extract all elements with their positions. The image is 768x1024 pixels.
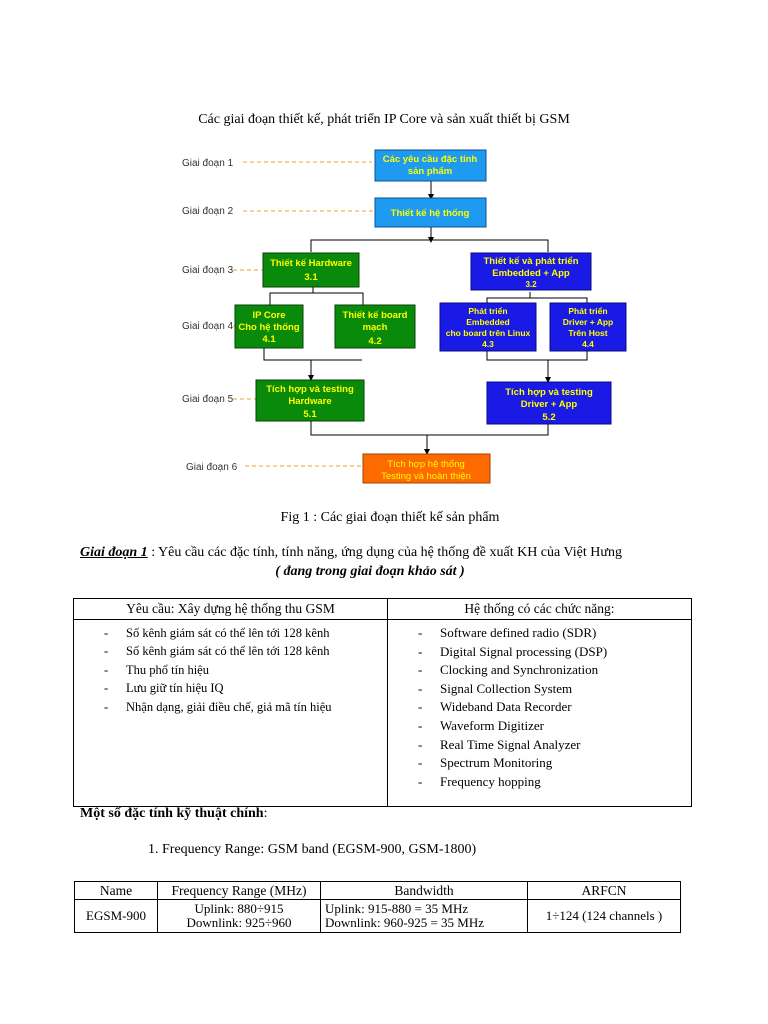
gsm-design-flow-diagram: Giai đoạn 1 Giai đoạn 2 Giai đoạn 3 Giai… [182, 149, 627, 484]
frequency-range-item: 1. Frequency Range: GSM band (EGSM-900, … [148, 842, 477, 857]
technical-specs-heading-colon: : [263, 806, 268, 821]
frequency-table-header: Name Frequency Range (MHz) Bandwidth ARF… [74, 881, 681, 900]
freq-cell-name: EGSM-900 [74, 899, 158, 933]
list-item: Thu phổ tín hiệu [74, 661, 387, 680]
frequency-table: Name Frequency Range (MHz) Bandwidth ARF… [74, 881, 681, 933]
freq-header-bandwidth: Bandwidth [320, 881, 528, 900]
node-software-testing: Tích hợp và testing Driver + App 5.2 [486, 381, 612, 425]
node-driver: Phát triển Driver + App Trên Host 4.4 [549, 302, 627, 352]
node-software-testing-line-1: Tích hợp và testing [505, 387, 593, 398]
node-board-design-line-1: Thiết kế board [343, 310, 408, 321]
node-software-testing-line-3: 5.2 [542, 412, 555, 423]
list-item: Wideband Data Recorder [388, 698, 691, 717]
node-software-design: Thiết kế và phát triển Embedded + App 3.… [470, 252, 592, 291]
freq-cell-range: Uplink: 880÷915 Downlink: 925÷960 [157, 899, 321, 933]
list-item: Clocking and Synchronization [388, 661, 691, 680]
list-item: Spectrum Monitoring [388, 754, 691, 773]
node-embedded-line-4: 4.3 [482, 339, 494, 349]
functions-list: Software defined radio (SDR) Digital Sig… [388, 624, 691, 791]
stage1-text: : Yêu cầu các đặc tính, tính năng, ứng d… [147, 545, 622, 560]
node-requirements: Các yêu cầu đặc tính sản phẩm [374, 149, 487, 182]
arrowheads [308, 194, 551, 455]
freq-bandwidth-uplink: Uplink: 915-880 = 35 MHz [325, 901, 469, 916]
requirements-table-header: Yêu cầu: Xây dựng hệ thống thu GSM Hệ th… [73, 598, 692, 620]
stage-label-6: Giai đoạn 6 [186, 462, 238, 473]
requirements-header-left: Yêu cầu: Xây dựng hệ thống thu GSM [73, 598, 388, 620]
figure-caption: Fig 1 : Các giai đoạn thiết kế sản phẩm [280, 510, 500, 525]
requirements-table-body: Số kênh giám sát có thể lên tới 128 kênh… [73, 619, 692, 807]
list-item: Software defined radio (SDR) [388, 624, 691, 643]
node-hardware-design-line-1: Thiết kế Hardware [270, 258, 352, 269]
freq-header-range: Frequency Range (MHz) [157, 881, 321, 900]
node-board-design-line-2: mạch [363, 322, 388, 333]
node-embedded-line-2: Embedded [466, 317, 509, 327]
node-requirements-line-2: sản phẩm [408, 166, 452, 177]
list-item: Số kênh giám sát có thể lên tới 128 kênh [74, 624, 387, 643]
node-hardware-testing-line-3: 5.1 [303, 409, 317, 420]
node-ip-core-line-1: IP Core [252, 310, 285, 321]
node-driver-line-2: Driver + App [563, 317, 613, 327]
requirements-right-cell: Software defined radio (SDR) Digital Sig… [387, 619, 692, 807]
freq-header-arfcn: ARFCN [527, 881, 681, 900]
node-software-testing-line-2: Driver + App [521, 399, 578, 410]
stage-label-5: Giai đoạn 5 [182, 394, 234, 405]
list-item: Signal Collection System [388, 680, 691, 699]
list-item: Real Time Signal Analyzer [388, 736, 691, 755]
node-ip-core: IP Core Cho hệ thống 4.1 [234, 304, 304, 349]
requirements-list: Số kênh giám sát có thể lên tới 128 kênh… [74, 624, 387, 716]
list-item: Nhận dạng, giải điều chế, giả mã tín hiệ… [74, 698, 387, 717]
stage-label-4: Giai đoạn 4 [182, 321, 234, 332]
node-board-design: Thiết kế board mạch 4.2 [334, 304, 416, 349]
freq-bandwidth-downlink: Downlink: 960-925 = 35 MHz [325, 915, 484, 930]
node-hardware-testing-line-1: Tích hợp và testing [266, 384, 354, 395]
node-software-design-line-3: 3.2 [525, 280, 537, 289]
freq-header-name: Name [74, 881, 158, 900]
table-row: EGSM-900 Uplink: 880÷915 Downlink: 925÷9… [74, 899, 681, 933]
stage1-status: ( đang trong giai đoạn khảo sát ) [275, 564, 465, 579]
requirements-table: Yêu cầu: Xây dựng hệ thống thu GSM Hệ th… [73, 598, 692, 807]
node-software-design-line-1: Thiết kế và phát triển [483, 256, 578, 267]
node-embedded-line-3: cho board trên Linux [446, 328, 531, 338]
node-final-integration-line-2: Testing và hoàn thiện [381, 471, 471, 482]
stage-label-2: Giai đoạn 2 [182, 206, 234, 217]
technical-specs-heading-text: Một số đặc tính kỹ thuật chính [80, 806, 264, 821]
list-item: Frequency hopping [388, 773, 691, 792]
list-item: Lưu giữ tín hiệu IQ [74, 679, 387, 698]
stage1-description: Giai đoạn 1 : Yêu cầu các đặc tính, tính… [80, 545, 622, 561]
freq-cell-bandwidth: Uplink: 915-880 = 35 MHz Downlink: 960-9… [320, 899, 528, 933]
node-final-integration-line-1: Tích hợp hệ thống [387, 459, 465, 470]
node-requirements-line-1: Các yêu cầu đặc tính [383, 154, 478, 165]
stage1-label: Giai đoạn 1 [80, 545, 148, 560]
stage-guide-lines [233, 161, 375, 467]
requirements-left-cell: Số kênh giám sát có thể lên tới 128 kênh… [73, 619, 388, 807]
node-hardware-testing: Tích hợp và testing Hardware 5.1 [255, 379, 365, 422]
node-driver-line-1: Phát triển [568, 306, 607, 316]
node-driver-line-3: Trên Host [568, 328, 607, 338]
node-final-integration: Tích hợp hệ thống Testing và hoàn thiện [362, 453, 491, 484]
node-embedded: Phát triển Embedded cho board trên Linux… [439, 302, 537, 352]
freq-cell-arfcn: 1÷124 (124 channels ) [527, 899, 681, 933]
list-item: Số kênh giám sát có thể lên tới 128 kênh [74, 642, 387, 661]
node-ip-core-line-3: 4.1 [262, 334, 276, 345]
technical-specs-heading: Một số đặc tính kỹ thuật chính: [80, 806, 267, 822]
node-hardware-design-line-2: 3.1 [304, 272, 318, 283]
node-driver-line-4: 4.4 [582, 339, 594, 349]
requirements-header-right: Hệ thống có các chức năng: [387, 598, 692, 620]
node-hardware-testing-line-2: Hardware [288, 396, 331, 407]
stage-label-3: Giai đoạn 3 [182, 265, 234, 276]
freq-range-downlink: Downlink: 925÷960 [186, 915, 292, 930]
node-system-design-line-1: Thiết kế hệ thống [391, 208, 470, 219]
list-item: Waveform Digitizer [388, 717, 691, 736]
document-title: Các giai đoạn thiết kế, phát triển IP Co… [198, 112, 570, 127]
node-software-design-line-2: Embedded + App [492, 268, 570, 279]
stage-label-1: Giai đoạn 1 [182, 158, 234, 169]
node-hardware-design: Thiết kế Hardware 3.1 [262, 252, 360, 288]
node-ip-core-line-2: Cho hệ thống [238, 322, 299, 333]
list-item: Digital Signal processing (DSP) [388, 643, 691, 662]
node-embedded-line-1: Phát triển [468, 306, 507, 316]
freq-range-uplink: Uplink: 880÷915 [194, 901, 284, 916]
node-system-design: Thiết kế hệ thống [374, 197, 487, 228]
node-board-design-line-3: 4.2 [368, 336, 381, 347]
